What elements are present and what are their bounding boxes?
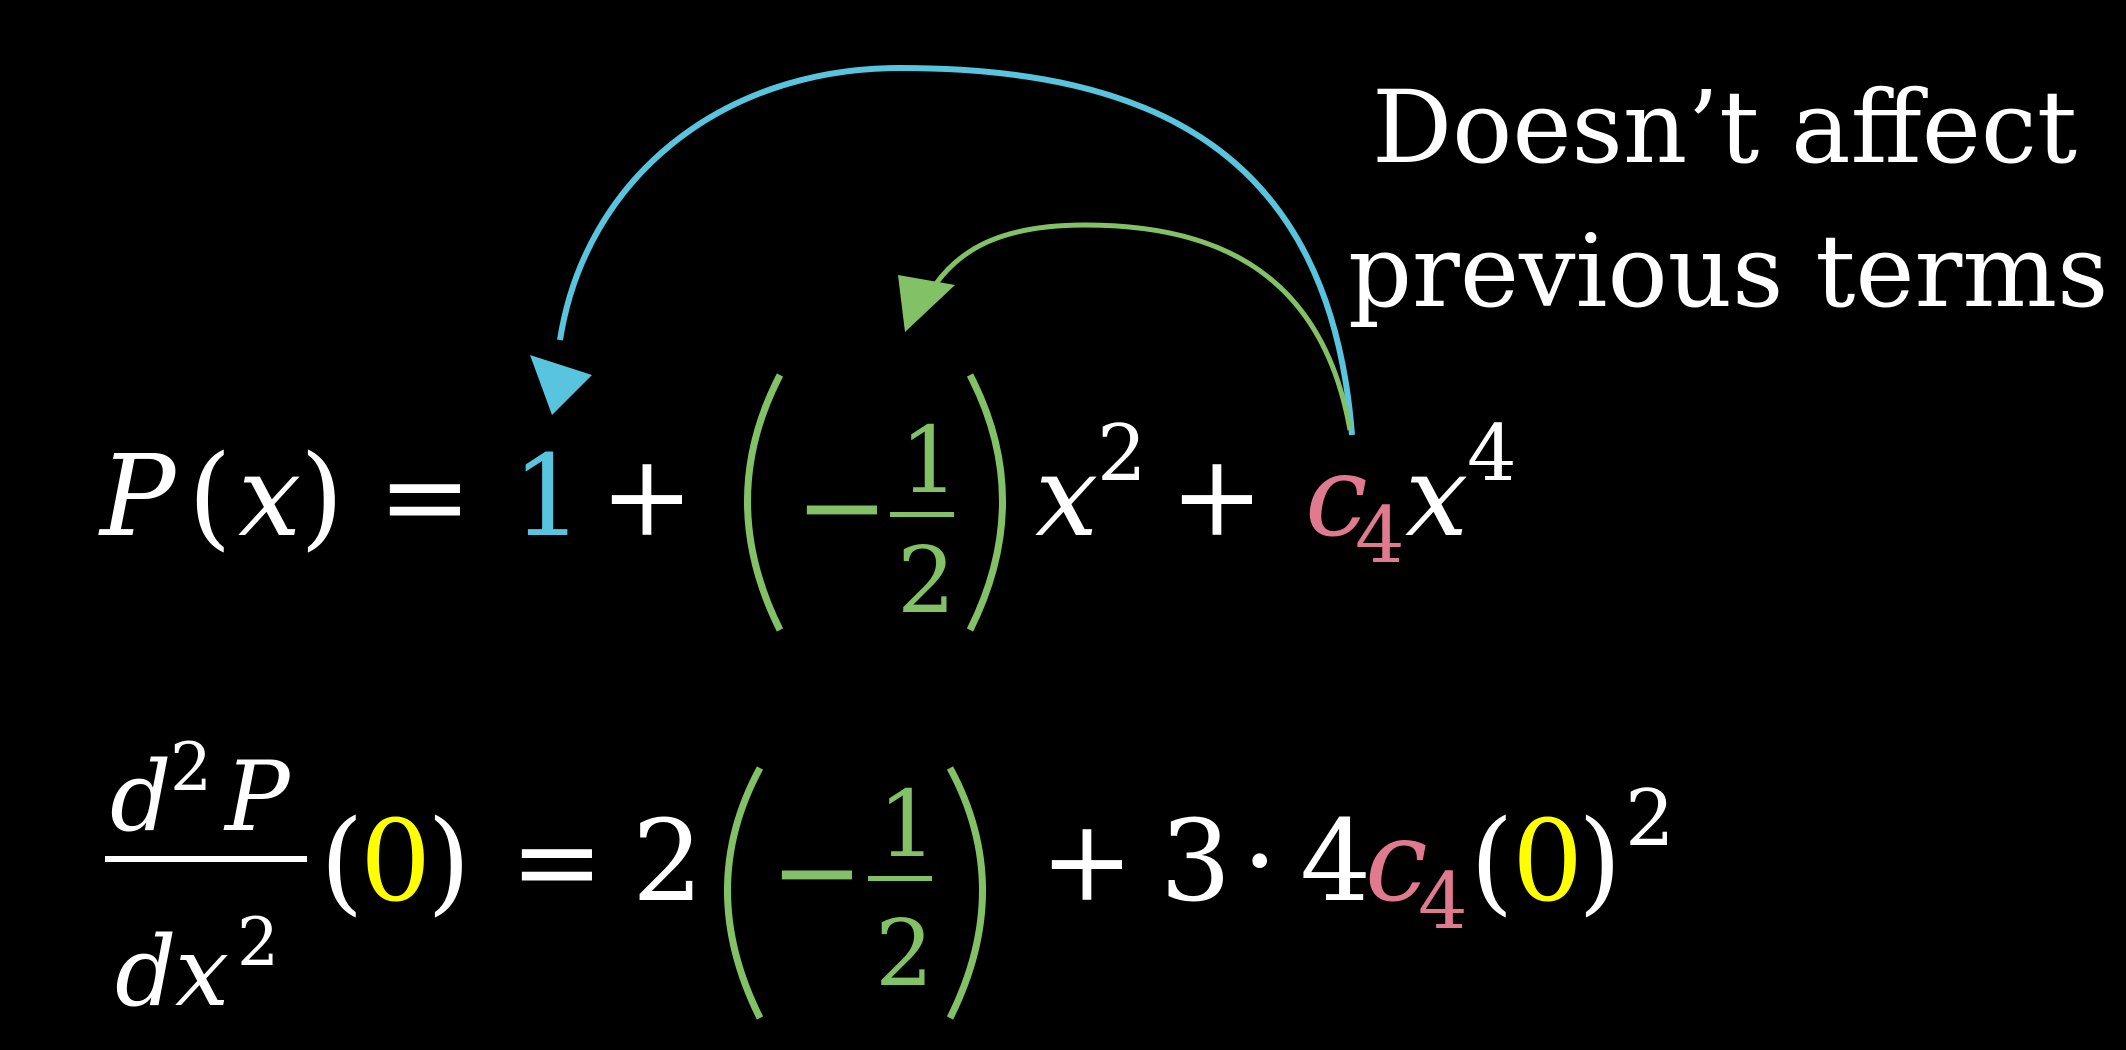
eq1-neg-half: − 1 2 — [744, 373, 1006, 634]
eq1-P: P — [98, 432, 177, 562]
eq2-close-paren-2: ) — [1578, 797, 1622, 927]
eq2-frac-bar — [105, 856, 307, 862]
eq2-c-sub: 4 — [1418, 857, 1468, 947]
eq2-big-close-paren — [946, 766, 986, 1020]
eq2-equals: = — [510, 797, 604, 927]
eq2-minus: − — [770, 807, 864, 937]
eq2-four: 4 — [1300, 797, 1371, 927]
annotation-line-2: previous terms — [1348, 213, 2109, 330]
eq1-x4-base: x — [1405, 432, 1468, 562]
eq2-frac-bar-2 — [868, 876, 932, 881]
eq2-neg-half: − 1 2 — [724, 766, 986, 1020]
eq1-big-close-paren — [966, 373, 1006, 632]
eq2-three: 3 — [1160, 797, 1231, 927]
eq1-equals: = — [378, 432, 472, 562]
annotation-line-1: Doesn’t affect — [1372, 69, 2077, 186]
eq2-dx-x: x — [175, 916, 229, 1028]
eq2-d-exp: 2 — [170, 729, 212, 806]
blue-arrow — [530, 64, 1355, 436]
eq2-cdot: · — [1242, 797, 1278, 927]
eq2-c: c — [1365, 797, 1428, 927]
eq2-big-open-paren — [724, 766, 764, 1020]
eq2-zero-2: 0 — [1512, 797, 1583, 927]
equation-1: P ( x ) = 1 + − 1 2 x 2 + c 4 x 4 — [98, 373, 1517, 634]
eq1-close-paren: ) — [300, 432, 344, 562]
eq1-x: x — [238, 432, 301, 562]
eq1-minus: − — [795, 442, 889, 572]
eq2-frac-den: 2 — [875, 900, 934, 1007]
eq2-plus: + — [1040, 797, 1134, 927]
eq1-plus-1: + — [600, 432, 694, 562]
eq2-two: 2 — [632, 797, 703, 927]
eq2-d: d — [110, 741, 171, 853]
eq1-frac-num: 1 — [900, 407, 959, 514]
blue-arrow-curve — [557, 64, 1355, 436]
eq1-x2-base: x — [1035, 432, 1098, 562]
annotation: Doesn’t affect previous terms — [1348, 69, 2109, 330]
green-arrowhead-icon — [898, 275, 955, 332]
eq2-dx-exp: 2 — [237, 904, 279, 981]
eq1-big-open-paren — [744, 373, 784, 632]
blue-arrowhead-icon — [530, 355, 592, 415]
eq2-dx-d: d — [115, 916, 176, 1028]
eq1-frac-den: 2 — [897, 527, 956, 634]
green-arrow — [898, 222, 1353, 431]
eq2-open-paren: ( — [320, 797, 364, 927]
eq1-open-paren: ( — [188, 432, 232, 562]
eq2-frac-num: 1 — [878, 771, 937, 878]
eq2-derivative-frac: d 2 P d x 2 — [105, 729, 307, 1028]
eq1-one: 1 — [512, 432, 583, 562]
equation-2: d 2 P d x 2 ( 0 ) = 2 − 1 2 + 3 · 4 c 4 … — [105, 729, 1675, 1028]
eq1-frac-bar — [890, 512, 954, 517]
eq2-close-paren: ) — [427, 797, 471, 927]
eq1-c-sub: 4 — [1355, 491, 1405, 581]
eq1-x4-exp: 4 — [1467, 409, 1517, 499]
eq2-open-paren-2: ( — [1470, 797, 1514, 927]
eq2-zero-1: 0 — [360, 797, 431, 927]
eq1-c: c — [1305, 432, 1368, 562]
eq1-x2-exp: 2 — [1097, 409, 1147, 499]
eq2-sq-exp: 2 — [1625, 774, 1675, 864]
eq1-plus-2: + — [1170, 432, 1264, 562]
green-arrow-curve — [932, 222, 1353, 431]
eq2-P: P — [223, 741, 291, 853]
